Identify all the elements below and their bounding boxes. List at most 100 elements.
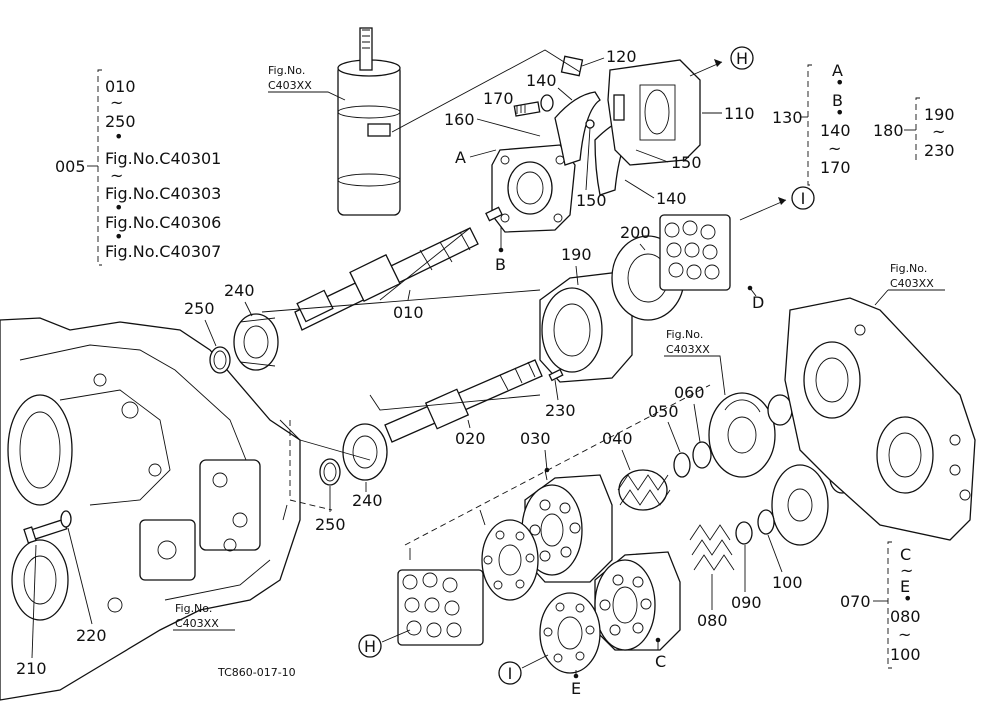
callout-080: 080 bbox=[697, 611, 728, 630]
bracket-180 bbox=[915, 97, 920, 161]
callout-140-lower: 140 bbox=[656, 189, 687, 208]
svg-text:A: A bbox=[832, 61, 843, 80]
group-180-number: 180 bbox=[873, 121, 904, 140]
callout-100: 100 bbox=[772, 573, 803, 592]
group-005-fig-1: Fig.No.C40301 bbox=[105, 149, 221, 168]
group-005-fig-3: Fig.No.C40306 bbox=[105, 213, 221, 232]
letter-c: C bbox=[655, 652, 666, 671]
callout-020: 020 bbox=[455, 429, 486, 448]
bracket-130 bbox=[807, 64, 812, 186]
letter-b: B bbox=[495, 255, 506, 274]
svg-text:I: I bbox=[801, 189, 806, 208]
svg-text:190: 190 bbox=[924, 105, 955, 124]
letter-a: A bbox=[455, 148, 466, 167]
svg-text:140: 140 bbox=[820, 121, 851, 140]
callout-220: 220 bbox=[76, 626, 107, 645]
arrow-to-i-top: I bbox=[739, 186, 815, 221]
flange-a bbox=[491, 144, 576, 233]
pin-150-upper bbox=[585, 119, 595, 129]
fig-no-label-bottom: Fig.No. bbox=[175, 602, 212, 615]
spring-080 bbox=[689, 524, 735, 571]
shaft-020 bbox=[384, 359, 543, 443]
swash-plate-110 bbox=[607, 59, 701, 166]
fig-no-label-right: Fig.No. bbox=[890, 262, 927, 275]
callout-250-lower: 250 bbox=[315, 515, 346, 534]
svg-text:•: • bbox=[835, 103, 844, 122]
group-005-fig-2: Fig.No.C40303 bbox=[105, 184, 221, 203]
o-ring-near-170 bbox=[540, 94, 554, 112]
cylinder-block-190 bbox=[539, 271, 633, 383]
callout-010: 010 bbox=[393, 303, 424, 322]
group-005-range-end: 250 bbox=[105, 112, 136, 131]
washer-090 bbox=[735, 521, 753, 545]
svg-text:~: ~ bbox=[828, 139, 841, 158]
callout-090: 090 bbox=[731, 593, 762, 612]
callout-250-upper: 250 bbox=[184, 299, 215, 318]
needle-bearing-upper bbox=[767, 394, 793, 426]
svg-text:~: ~ bbox=[110, 166, 123, 185]
letter-e: E bbox=[571, 679, 581, 698]
bolt-170 bbox=[513, 101, 541, 117]
callout-210: 210 bbox=[16, 659, 47, 678]
svg-text:•: • bbox=[114, 127, 123, 146]
transmission-housing bbox=[0, 317, 301, 701]
piston-cluster-h bbox=[397, 569, 484, 646]
leader-lines bbox=[164, 49, 711, 601]
svg-text:•: • bbox=[835, 73, 844, 92]
valve-plate-center bbox=[708, 392, 776, 478]
group-130-number: 130 bbox=[772, 108, 803, 127]
arrow-to-h-top: H bbox=[689, 46, 754, 77]
group-005-fig-4: Fig.No.C40307 bbox=[105, 242, 221, 261]
fig-no-code-right: C403XX bbox=[890, 277, 934, 290]
fig-no-code-center: C403XX bbox=[666, 343, 710, 356]
main-shaft-010 bbox=[294, 227, 479, 331]
callout-190: 190 bbox=[561, 245, 592, 264]
bearing-240-lower bbox=[342, 423, 388, 481]
group-005-range-start: 010 bbox=[105, 77, 136, 96]
callout-110: 110 bbox=[724, 104, 755, 123]
svg-text:~: ~ bbox=[932, 122, 945, 141]
svg-text:B: B bbox=[832, 91, 843, 110]
block-120 bbox=[560, 55, 584, 77]
washer-050 bbox=[673, 452, 691, 478]
svg-text:100: 100 bbox=[890, 645, 921, 664]
bracket-005 bbox=[97, 69, 102, 266]
fig-no-label-top: Fig.No. bbox=[268, 64, 305, 77]
cylinder-block-c bbox=[594, 551, 681, 651]
callout-140-upper: 140 bbox=[526, 71, 557, 90]
svg-text:170: 170 bbox=[820, 158, 851, 177]
svg-text:~: ~ bbox=[898, 625, 911, 644]
arrow-i-bottom: I bbox=[498, 654, 549, 685]
pin-b bbox=[485, 206, 503, 222]
pin-230 bbox=[548, 368, 564, 382]
ring-060 bbox=[692, 441, 712, 469]
callout-030: 030 bbox=[520, 429, 551, 448]
ring-100 bbox=[757, 509, 775, 535]
callout-150-left: 150 bbox=[576, 191, 607, 210]
callout-040: 040 bbox=[602, 429, 633, 448]
callout-050: 050 bbox=[648, 402, 679, 421]
bracket-070 bbox=[887, 541, 892, 669]
group-005-number: 005 bbox=[55, 157, 86, 176]
callout-240-upper: 240 bbox=[224, 281, 255, 300]
figure-reference-code: TC860-017-10 bbox=[217, 666, 296, 679]
callout-200: 200 bbox=[620, 223, 651, 242]
svg-text:~: ~ bbox=[110, 93, 123, 112]
callout-120: 120 bbox=[606, 47, 637, 66]
arrow-h-bottom: H bbox=[358, 629, 411, 658]
fig-no-label-center: Fig.No. bbox=[666, 328, 703, 341]
callout-150-right: 150 bbox=[671, 153, 702, 172]
callout-060: 060 bbox=[674, 383, 705, 402]
group-070-number: 070 bbox=[840, 592, 871, 611]
snap-ring-250-upper bbox=[209, 346, 231, 374]
cylinder-component bbox=[337, 27, 401, 216]
svg-text:•: • bbox=[903, 589, 912, 608]
bearing-240-upper bbox=[233, 313, 279, 371]
callout-230: 230 bbox=[545, 401, 576, 420]
svg-text:~: ~ bbox=[900, 561, 913, 580]
callout-160: 160 bbox=[444, 110, 475, 129]
svg-text:H: H bbox=[736, 49, 748, 68]
retainer-plate-030-group bbox=[481, 519, 539, 601]
